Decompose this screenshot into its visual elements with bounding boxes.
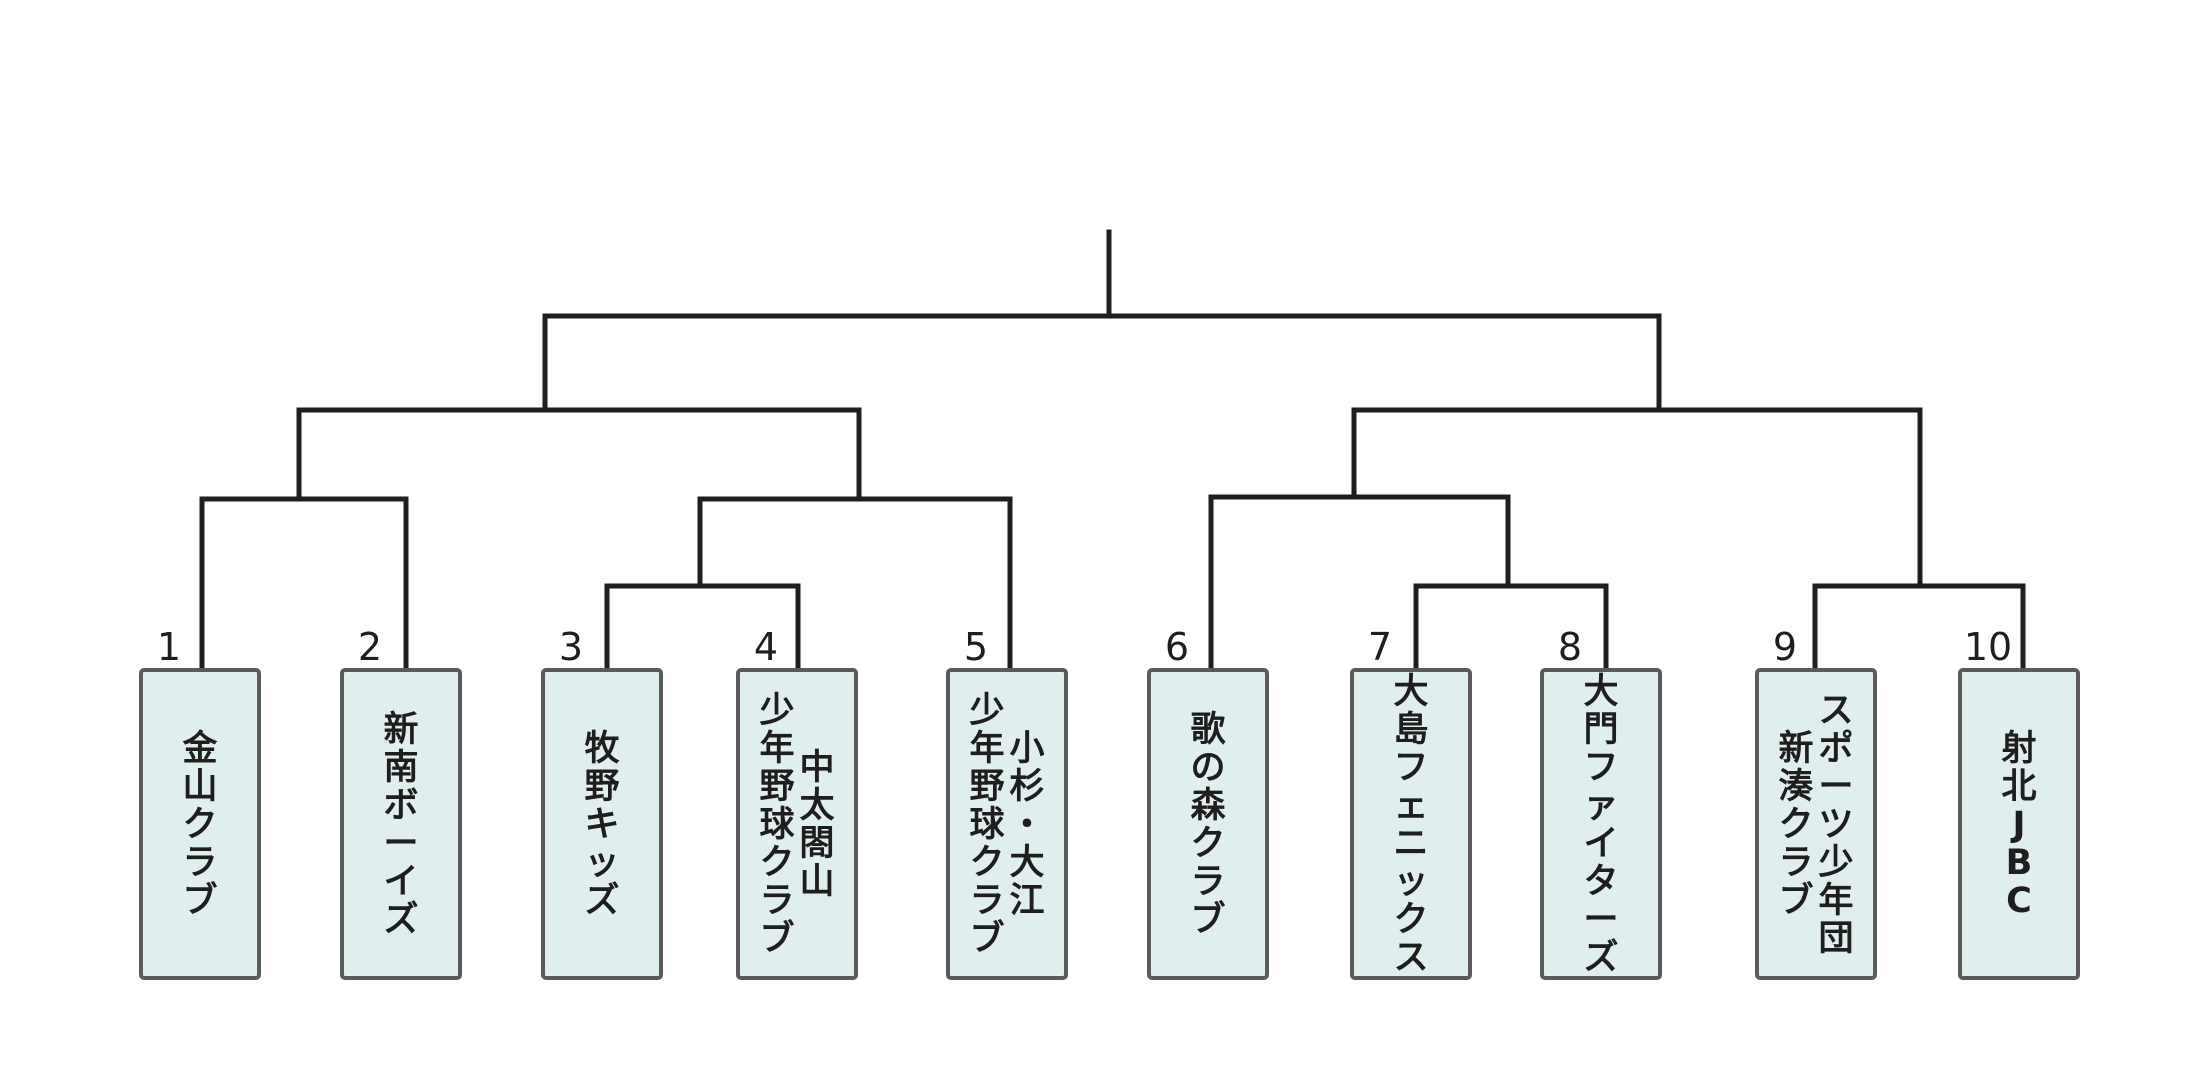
bracket-line-match-1-2: [199, 407, 409, 671]
team-name: 小杉・大江: [1009, 729, 1044, 921]
team-box: [1958, 668, 2080, 980]
team-box: [340, 668, 462, 980]
team-name: 新湊クラブ: [1778, 729, 1813, 921]
team-seed: 5: [964, 625, 988, 669]
team-name: 大門ファイターズ: [1583, 672, 1618, 978]
team-box: [1540, 668, 1662, 980]
team-entries: 1金山クラブ2新南ボーイズ3牧野キッズ4中太閤山少年野球クラブ5小杉・大江少年野…: [139, 625, 2080, 980]
team-box: [1147, 668, 1269, 980]
bracket-line-right-semi: [1351, 313, 1923, 413]
team-seed: 2: [358, 625, 382, 669]
team-seed: 10: [1964, 625, 2012, 669]
team-entry: 1 金山クラブ: [139, 625, 261, 980]
team-name: 中太閤山: [799, 748, 834, 902]
team-name: 歌の森クラブ: [1190, 710, 1226, 940]
team-name: 新南ボーイズ: [383, 710, 418, 940]
team-entry: 2 新南ボーイズ: [340, 625, 462, 980]
team-box: [1350, 668, 1472, 980]
team-name: 少年野球クラブ: [759, 691, 795, 959]
bracket-lines: [199, 229, 2026, 671]
team-seed: 8: [1558, 625, 1582, 669]
team-box: [1755, 668, 1877, 980]
bracket-line-left-semi: [296, 313, 862, 413]
team-seed: 9: [1773, 625, 1797, 669]
team-seed: 1: [157, 625, 181, 669]
team-box: [139, 668, 261, 980]
bracket-line-match-7-8: [1413, 494, 1609, 671]
team-seed: 7: [1368, 625, 1392, 669]
bracket-line-right-quarter: [1208, 407, 1511, 671]
team-entry: 3 牧野キッズ: [541, 625, 663, 980]
team-name: 金山クラブ: [181, 728, 218, 921]
team-box: [736, 668, 858, 980]
team-name: 牧野キッズ: [584, 729, 620, 921]
team-seed: 3: [559, 625, 583, 669]
team-box: [541, 668, 663, 980]
team-name: スポーツ少年団: [1818, 691, 1853, 959]
team-name: 大島フェニックス: [1393, 672, 1428, 978]
team-name: 少年野球クラブ: [969, 691, 1005, 959]
bracket-line-match-9-10: [1812, 407, 2026, 671]
bracket-line-left-quarter: [697, 407, 1013, 671]
team-seed: 4: [754, 625, 778, 669]
team-entry: 6 歌の森クラブ: [1147, 625, 1269, 980]
bracket-line-match-3-4: [604, 496, 801, 671]
team-box: [946, 668, 1068, 980]
team-seed: 6: [1165, 625, 1189, 669]
